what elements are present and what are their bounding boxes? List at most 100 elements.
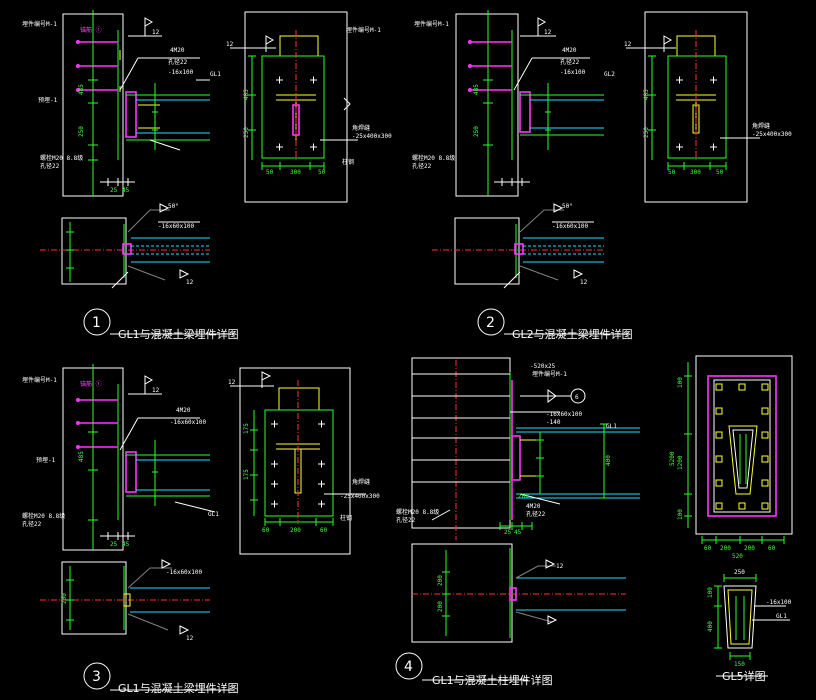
detail-1-number: 1 — [92, 315, 101, 331]
detail-3-title: GL1与混凝土梁埋件详图 — [118, 681, 239, 695]
d4-dim-25: 25 — [504, 529, 512, 536]
d3e-label-col: 柱钢 — [340, 514, 352, 522]
d1-label-plate: 预埋-1 — [38, 96, 58, 104]
d1-label-bolt: 螺栓M20 8.8级 — [40, 154, 83, 162]
d1-label-4m20: 4M20 — [170, 47, 185, 54]
d4-label-240: -140 — [546, 419, 561, 426]
d2-dim-485: 485 — [473, 84, 480, 95]
detail-2-title: GL2与混凝土梁埋件详图 — [512, 327, 633, 341]
d4p-dim-200a: 200 — [437, 575, 444, 586]
d1-dim-250: 250 — [78, 126, 85, 137]
d1e-dim-50b: 50 — [318, 169, 326, 176]
d2p-angle: 50° — [562, 203, 573, 210]
gl5-title: GL5详图 — [722, 669, 766, 683]
d3-label-thk: -16x60x100 — [170, 419, 207, 426]
d1e-label-12: 12 — [226, 41, 234, 48]
gl5-dim-60b: 60 — [768, 545, 776, 552]
d3-dim-25: 25 — [110, 541, 118, 548]
detail-4-title: GL1与混凝土柱埋件详图 — [432, 673, 553, 687]
d3e-dim-200: 200 — [290, 527, 301, 534]
d2e-dim-485: 485 — [643, 89, 650, 100]
gl5-section: 250 100 400 -16x100 GL1 150 — [707, 569, 792, 668]
detail-4-number: 4 — [404, 659, 413, 675]
d1-label-12: 12 — [152, 29, 160, 36]
detail-4-plan: 12 200 200 — [411, 543, 626, 643]
detail-1-title: GL1与混凝土梁埋件详图 — [118, 327, 239, 341]
detail-3-number: 3 — [92, 669, 101, 685]
d2e-dim-50b: 50 — [716, 169, 724, 176]
gl5-dim-200a: 200 — [720, 545, 731, 552]
d4-label-embed: 埋件编号M-1 — [532, 370, 567, 378]
d1e-label-embed: 埋件编号M-1 — [346, 26, 381, 34]
gl5s-dim-250: 250 — [734, 569, 745, 576]
d2e-label-12: 12 — [624, 41, 632, 48]
d3e-dim-60a: 60 — [262, 527, 270, 534]
gl5-dim-60a: 60 — [704, 545, 712, 552]
d1e-dim-250: 250 — [243, 127, 250, 138]
d2e-label-weld: 角焊缝 — [752, 122, 770, 130]
d1e-label-col: 柱钢 — [342, 158, 354, 166]
d1p-plate: -16x60x100 — [158, 223, 195, 230]
gl5-dim-200b: 200 — [744, 545, 755, 552]
gl5-bolt-grid — [715, 383, 769, 510]
detail-2-section: 埋件编号M-1 12 4M20 孔径22 -16x100 GL2 螺栓M20 8… — [412, 10, 615, 197]
d3p-dim-200: 200 — [61, 593, 68, 604]
gl5-dim-100a: 100 — [677, 377, 684, 388]
d1-label-hole2: 孔径22 — [168, 58, 188, 66]
d2-label-hole: 孔径22 — [560, 58, 580, 66]
gl5s-dim-150: 150 — [734, 661, 745, 668]
d3e-dim-175b: 175 — [243, 469, 250, 480]
d3p-12: 12 — [186, 635, 194, 642]
d1-dim-25: 25 — [110, 187, 118, 194]
d2-label-thk: -16x100 — [560, 69, 586, 76]
d4-dim-200: 200 — [518, 493, 529, 500]
detail-1-elevation: 12 埋件编号M-1 角焊缝 -25x400x300 柱钢 485 250 50… — [226, 11, 392, 203]
detail-3-section: 埋件编号M-1 锚筋 ① 预埋-1 螺栓M20 8.8级 孔径22 12 4M2… — [22, 364, 219, 551]
d1-label-hole: 孔径22 — [40, 162, 60, 170]
d2-label-hole2: 孔径22 — [412, 162, 432, 170]
gl5-dim-520: 520 — [732, 553, 743, 560]
detail-3-title-block: 3 GL1与混凝土梁埋件详图 — [83, 662, 239, 695]
d3e-label-12: 12 — [228, 379, 236, 386]
d3-label-anchor: 锚筋 ① — [80, 380, 102, 388]
d3-label-gl1: GL1 — [208, 511, 219, 518]
d2-label-12: 12 — [544, 29, 552, 36]
d4-dim-400: 400 — [605, 455, 612, 466]
d1-dim-485: 485 — [78, 84, 85, 95]
d2-label-bolt: 螺栓M20 8.8级 — [412, 154, 455, 162]
d3e-dim-175a: 175 — [243, 423, 250, 434]
detail-2-plan: 50° -16x60x100 12 — [432, 203, 604, 289]
d3-dim-45: 45 — [122, 541, 130, 548]
d3e-dim-60b: 60 — [320, 527, 328, 534]
d4p-dim-200b: 200 — [437, 601, 444, 612]
detail-1-plan: 50° -16x60x100 12 — [40, 203, 210, 289]
d4-label-gl: GL1 — [606, 423, 617, 430]
d1-dim-45: 45 — [122, 187, 130, 194]
d1-label-anchor: 锚筋 ① — [80, 26, 102, 34]
d1p-12: 12 — [186, 279, 194, 286]
d1e-dim-300: 300 — [290, 169, 301, 176]
d3p-plate: -16x60x100 — [166, 569, 203, 576]
detail-1-section: 埋件编号M-1 锚筋 ① 预埋-1 螺栓M20 8.8级 孔径22 12 4M2… — [22, 10, 221, 197]
gl5s-dim-100: 100 — [707, 587, 714, 598]
d2e-label-size: -25x400x300 — [752, 131, 792, 138]
detail-4-column-section: 6 -520x25 埋件编号M-1 -16x60x100 -140 GL1 4M… — [396, 357, 640, 540]
d1-label-gl1: GL1 — [210, 71, 221, 78]
d3e-label-size: -25x400x300 — [340, 493, 380, 500]
d3-label-4m20: 4M20 — [176, 407, 191, 414]
d1e-label-weld: 角焊缝 — [352, 124, 370, 132]
detail-2-number: 2 — [486, 315, 495, 331]
d4-label-hole-note: 孔径22 — [396, 516, 416, 524]
d3-label-embed: 埋件编号M-1 — [22, 376, 57, 384]
d1e-label-size: -25x400x300 — [352, 133, 392, 140]
d2p-plate: -16x60x100 — [552, 223, 589, 230]
d3-label-plate: 预埋-1 — [36, 456, 56, 464]
d4-label-hole: 孔径22 — [526, 510, 546, 518]
detail-3-plan: -16x60x100 12 200 — [40, 559, 210, 642]
detail-2-elevation: 12 角焊缝 -25x400x300 485 250 50 300 50 — [624, 11, 792, 203]
d2p-12: 12 — [580, 279, 588, 286]
d4-label-bolt-note: 螺栓M20 8.8级 — [396, 508, 439, 516]
d3-dim-485: 485 — [78, 451, 85, 462]
d1p-angle: 50° — [168, 203, 179, 210]
